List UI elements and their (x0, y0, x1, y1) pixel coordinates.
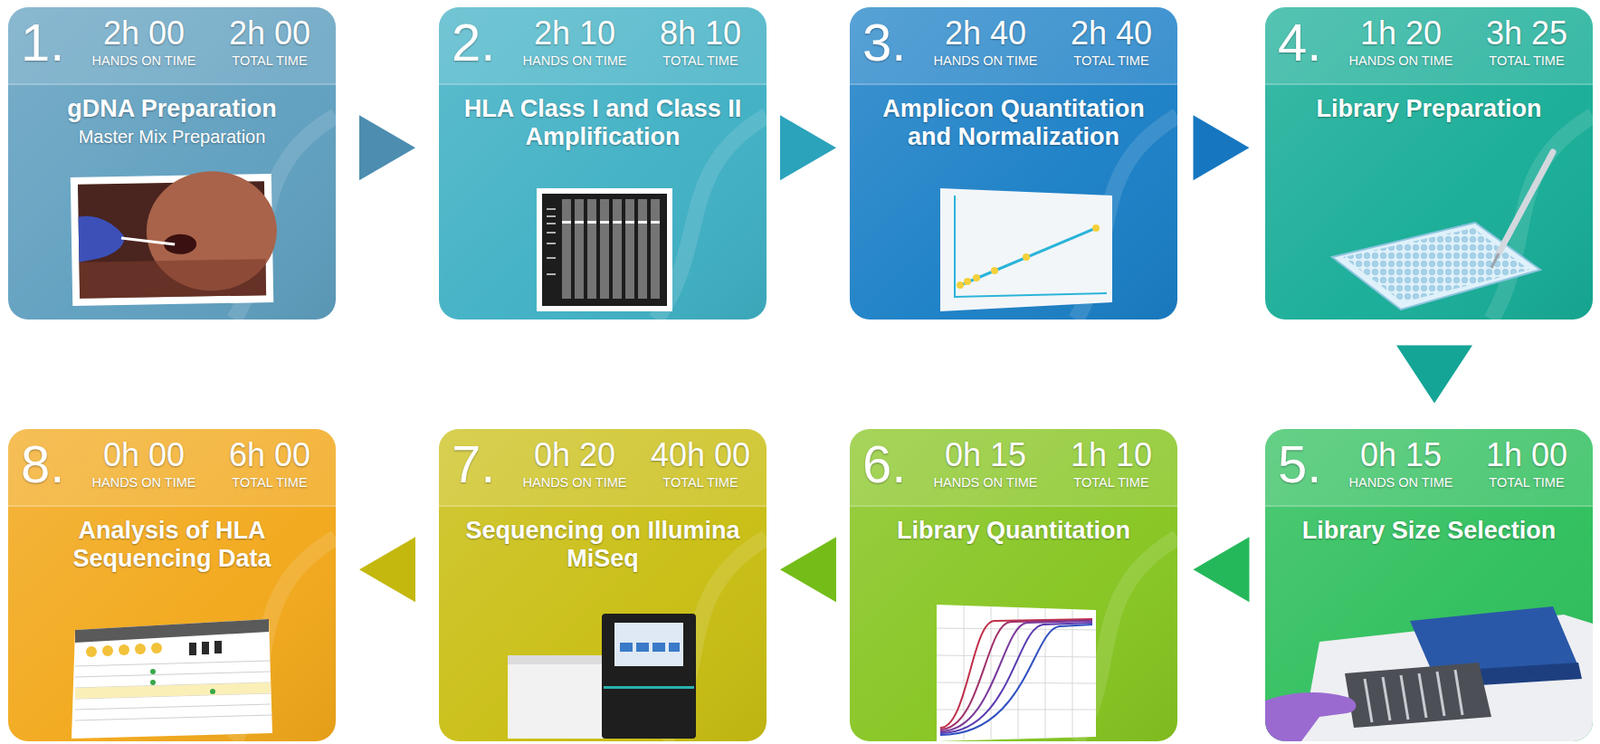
step-title: Library Size Selection (1274, 516, 1584, 545)
flow-arrow (1193, 114, 1250, 181)
step-tile: 2.2h 10HANDS ON TIME8h 10TOTAL TIME HLA C… (438, 7, 767, 320)
qpcr-curves (936, 604, 1096, 742)
hands-on-time: 0h 20 (514, 436, 635, 475)
total-time: 1h 10 (1050, 436, 1172, 475)
hands-on-label: HANDS ON TIME (1341, 52, 1461, 69)
tile-bg (1265, 428, 1593, 742)
step-subtitle: Master Mix Preparation (17, 125, 327, 148)
hands-on-label: HANDS ON TIME (925, 52, 1046, 69)
tile-4-art (1265, 7, 1593, 320)
step-tile: 7.0h 20HANDS ON TIME40h 00TOTAL TIME Sequ… (438, 428, 767, 742)
hands-on-label: HANDS ON TIME (84, 52, 204, 69)
hands-on-time: 0h 15 (1341, 436, 1461, 475)
step-number: 6. (862, 430, 928, 498)
hands-on-label: HANDS ON TIME (1341, 474, 1461, 491)
arrow-head (1396, 345, 1473, 404)
tile-5-art (1265, 428, 1593, 742)
step-number: 2. (451, 9, 517, 77)
step-title: Analysis of HLA Sequencing Data (17, 516, 327, 573)
hands-on-label: HANDS ON TIME (514, 52, 635, 69)
hands-on-time: 2h 40 (925, 14, 1046, 53)
hands-on-time: 2h 10 (514, 14, 635, 53)
total-time: 6h 00 (209, 436, 331, 475)
hands-on-time: 1h 20 (1341, 14, 1461, 53)
step-number: 4. (1277, 9, 1343, 77)
hands-on-label: HANDS ON TIME (84, 474, 204, 491)
tile-bg (438, 7, 767, 320)
step-tile: 1.2h 00HANDS ON TIME2h 00TOTAL TIMEgDNA … (8, 7, 336, 320)
software-screenshot (71, 619, 273, 739)
arrow-head (1193, 536, 1250, 602)
step-tile: 3.2h 40HANDS ON TIME2h 40TOTAL TIMEAmpli… (849, 7, 1178, 320)
step-number: 1. (20, 9, 86, 77)
hands-on-time: 0h 00 (84, 436, 204, 475)
flow-arrow (359, 536, 416, 602)
step-number: 8. (20, 430, 86, 498)
arrow-head (359, 114, 416, 181)
step-number: 3. (862, 9, 928, 77)
tile-bg (849, 7, 1178, 320)
total-label: TOTAL TIME (1050, 474, 1172, 491)
flow-arrow (1193, 536, 1250, 602)
hands-on-time: 0h 15 (925, 436, 1046, 475)
step-title: Sequencing on Illumina MiSeq (447, 516, 758, 573)
total-time: 40h 00 (639, 436, 762, 475)
tile-1-art (8, 7, 336, 320)
hands-on-label: HANDS ON TIME (925, 474, 1046, 491)
tile-bg (438, 428, 767, 742)
tile-bg (1265, 7, 1593, 320)
arrow-head (780, 114, 837, 181)
flow-arrow (780, 536, 837, 602)
hands-on-time: 2h 00 (84, 14, 204, 53)
total-time: 1h 00 (1466, 436, 1588, 475)
swab-photo (70, 170, 279, 306)
tile-6-art (849, 428, 1178, 742)
total-label: TOTAL TIME (1050, 52, 1172, 69)
step-number: 5. (1277, 430, 1343, 498)
total-label: TOTAL TIME (1466, 474, 1588, 491)
flow-arrow (1396, 345, 1473, 404)
total-time: 2h 40 (1050, 14, 1172, 53)
gel-image (536, 188, 673, 312)
step-tile: 6.0h 15HANDS ON TIME1h 10TOTAL TIME Libra… (849, 428, 1178, 742)
total-time: 3h 25 (1466, 14, 1588, 53)
step-title: Amplicon Quantitation and Normalization (858, 95, 1169, 152)
tile-bg (849, 428, 1178, 742)
step-title: Library Preparation (1274, 95, 1584, 124)
step-title: HLA Class I and Class II Amplification (447, 95, 758, 152)
tile-3-art (849, 7, 1178, 320)
step-tile: 8.0h 00HANDS ON TIME 6h 00TOTAL TIME Analy… (8, 428, 336, 742)
tile-8-art (8, 428, 336, 742)
step-title: gDNA Preparation (17, 95, 327, 124)
total-label: TOTAL TIME (209, 474, 331, 491)
tile-7-art (438, 428, 767, 742)
well-plate (1332, 152, 1553, 310)
tile-bg (8, 7, 336, 320)
step-title: Library Quantitation (858, 516, 1169, 545)
total-time: 8h 10 (639, 14, 762, 53)
standard-curve (940, 188, 1113, 312)
step-tile: 5.0h 15HANDS ON TIME 1h 00TOTAL TIME Libra… (1265, 428, 1593, 742)
total-label: TOTAL TIME (639, 474, 762, 491)
tile-bg (8, 428, 336, 742)
total-label: TOTAL TIME (209, 52, 331, 69)
total-label: TOTAL TIME (1466, 52, 1588, 69)
miseq-instrument (507, 613, 696, 739)
step-tile: 4.1h 20HANDS ON TIME 3h 25TOTAL TIME Libra… (1265, 7, 1593, 320)
total-time: 2h 00 (209, 14, 331, 53)
arrow-head (780, 536, 837, 602)
hands-on-label: HANDS ON TIME (514, 474, 635, 491)
arrow-head (359, 536, 416, 602)
total-label: TOTAL TIME (639, 52, 762, 69)
step-number: 7. (451, 430, 517, 498)
flow-arrow (780, 114, 837, 181)
arrow-head (1193, 114, 1250, 181)
tile-2-art (438, 7, 767, 320)
flow-arrow (359, 114, 416, 181)
size-selection-instrument (1265, 606, 1593, 742)
